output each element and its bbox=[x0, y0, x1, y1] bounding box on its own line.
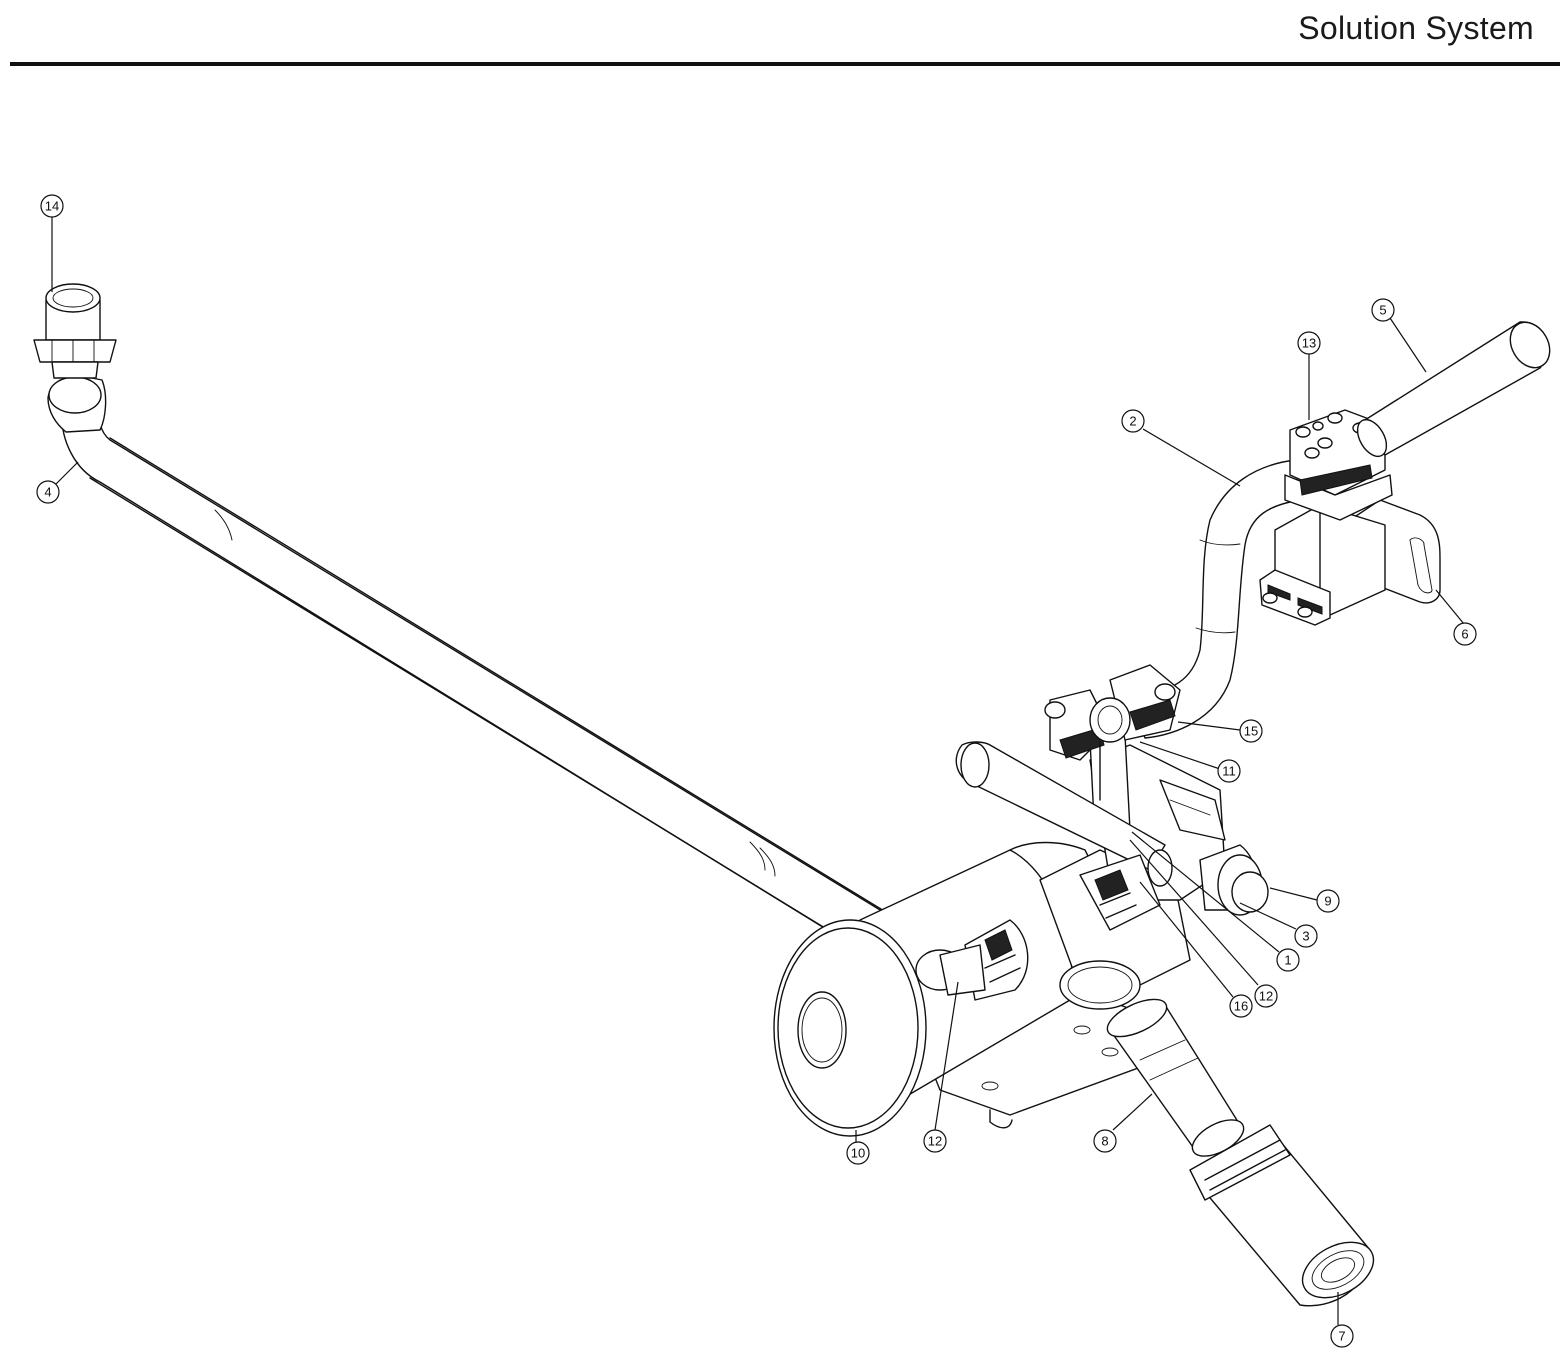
callout-label: 16 bbox=[1234, 999, 1248, 1014]
hose-clamps bbox=[1044, 664, 1181, 801]
callout-6: 6 bbox=[1453, 622, 1477, 646]
long-hose bbox=[47, 375, 967, 995]
page-header: Solution System bbox=[0, 0, 1562, 70]
callout-label: 3 bbox=[1302, 929, 1309, 944]
callout-3: 3 bbox=[1294, 924, 1318, 948]
callout-5: 5 bbox=[1371, 298, 1395, 322]
callout-label: 7 bbox=[1338, 1329, 1345, 1344]
pump-clamp bbox=[915, 919, 1029, 1001]
callout-7: 7 bbox=[1330, 1324, 1354, 1348]
callout-label: 13 bbox=[1302, 336, 1316, 351]
callout-label: 5 bbox=[1379, 303, 1386, 318]
callout-label: 1 bbox=[1284, 953, 1291, 968]
header-rule bbox=[10, 62, 1560, 66]
callout-2: 2 bbox=[1121, 409, 1145, 433]
callout-label: 2 bbox=[1129, 414, 1136, 429]
callout-1: 1 bbox=[1276, 948, 1300, 972]
callout-12-right: 12 bbox=[1254, 984, 1278, 1008]
callout-10: 10 bbox=[846, 1141, 870, 1165]
outlet-tube bbox=[1356, 321, 1551, 458]
solenoid-valve bbox=[1259, 409, 1441, 626]
page-title: Solution System bbox=[1298, 10, 1534, 46]
callout-15: 15 bbox=[1239, 719, 1263, 743]
callout-14: 14 bbox=[40, 194, 64, 218]
callout-label: 9 bbox=[1324, 894, 1331, 909]
leader-lines bbox=[51, 214, 1465, 1325]
callout-label: 12 bbox=[928, 1134, 942, 1149]
callout-label: 14 bbox=[45, 199, 59, 214]
callout-label: 4 bbox=[44, 485, 51, 500]
side-port bbox=[1199, 844, 1269, 916]
callout-4: 4 bbox=[36, 480, 60, 504]
callout-12-left: 12 bbox=[923, 1129, 947, 1153]
callout-11: 11 bbox=[1217, 759, 1241, 783]
callout-9: 9 bbox=[1316, 889, 1340, 913]
callout-16: 16 bbox=[1229, 994, 1253, 1018]
callout-label: 11 bbox=[1222, 764, 1236, 779]
callout-label: 10 bbox=[851, 1146, 865, 1161]
callout-label: 6 bbox=[1461, 627, 1468, 642]
callout-label: 12 bbox=[1259, 989, 1273, 1004]
callout-13: 13 bbox=[1297, 331, 1321, 355]
top-fitting bbox=[33, 283, 117, 379]
callout-8: 8 bbox=[1093, 1129, 1117, 1153]
callout-label: 15 bbox=[1244, 724, 1258, 739]
callout-label: 8 bbox=[1101, 1134, 1108, 1149]
filter-assembly bbox=[1106, 998, 1375, 1307]
